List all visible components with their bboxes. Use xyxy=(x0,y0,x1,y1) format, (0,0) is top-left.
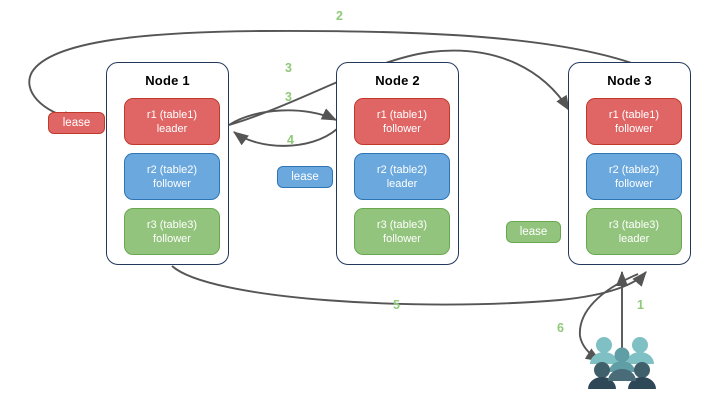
replica-name: r3 (table3) xyxy=(376,218,428,231)
step-label-6: 6 xyxy=(557,321,564,335)
step-label-3b: 3 xyxy=(285,90,292,104)
edge-step-5 xyxy=(171,265,647,306)
step-label-1: 1 xyxy=(637,298,644,312)
replica-role: leader xyxy=(618,232,650,245)
replica-role: leader xyxy=(156,122,188,135)
replica-r2[interactable]: r2 (table2) follower xyxy=(586,153,682,200)
lease-label: lease xyxy=(519,226,548,238)
replica-role: follower xyxy=(153,232,191,245)
step-label-2: 2 xyxy=(336,9,343,23)
replica-r2[interactable]: r2 (table2) follower xyxy=(124,153,220,200)
lease-badge-blue[interactable]: lease xyxy=(277,166,333,188)
replica-r1[interactable]: r1 (table1) follower xyxy=(586,98,682,145)
replica-role: follower xyxy=(153,177,191,190)
replica-role: leader xyxy=(386,177,418,190)
lease-badge-green[interactable]: lease xyxy=(506,221,561,243)
lease-badge-red[interactable]: lease xyxy=(48,112,105,134)
node-title: Node 3 xyxy=(607,73,652,88)
replica-r2[interactable]: r2 (table2) leader xyxy=(354,153,450,200)
step-label-4: 4 xyxy=(287,133,294,147)
replica-r1[interactable]: r1 (table1) follower xyxy=(354,98,450,145)
replica-name: r1 (table1) xyxy=(608,108,660,121)
replica-name: r1 (table1) xyxy=(146,108,198,121)
node-title: Node 1 xyxy=(145,73,190,88)
replica-r3[interactable]: r3 (table3) follower xyxy=(354,208,450,255)
lease-label: lease xyxy=(291,171,319,183)
replica-r3[interactable]: r3 (table3) follower xyxy=(124,208,220,255)
edge-step-4 xyxy=(233,128,338,147)
replica-name: r2 (table2) xyxy=(608,163,660,176)
step-label-3a: 3 xyxy=(285,61,292,75)
replica-r1[interactable]: r1 (table1) leader xyxy=(124,98,220,145)
edge-step-3-lower xyxy=(228,108,338,126)
replica-name: r1 (table1) xyxy=(376,108,428,121)
lease-label: lease xyxy=(62,117,91,129)
step-label-5: 5 xyxy=(393,298,400,312)
replica-name: r3 (table3) xyxy=(146,218,198,231)
replica-role: follower xyxy=(383,232,421,245)
replica-r3[interactable]: r3 (table3) leader xyxy=(586,208,682,255)
replica-name: r2 (table2) xyxy=(146,163,198,176)
replica-name: r2 (table2) xyxy=(376,163,428,176)
node-box-2[interactable]: Node 2 r1 (table1) follower r2 (table2) … xyxy=(336,62,459,265)
replica-name: r3 (table3) xyxy=(608,218,660,231)
node-title: Node 2 xyxy=(375,73,420,88)
node-box-1[interactable]: Node 1 r1 (table1) leader r2 (table2) fo… xyxy=(106,62,229,265)
users-icon xyxy=(588,337,656,389)
replica-role: follower xyxy=(615,177,653,190)
node-box-3[interactable]: Node 3 r1 (table1) follower r2 (table2) … xyxy=(568,62,691,265)
replica-role: follower xyxy=(615,122,653,135)
replica-role: follower xyxy=(383,122,421,135)
